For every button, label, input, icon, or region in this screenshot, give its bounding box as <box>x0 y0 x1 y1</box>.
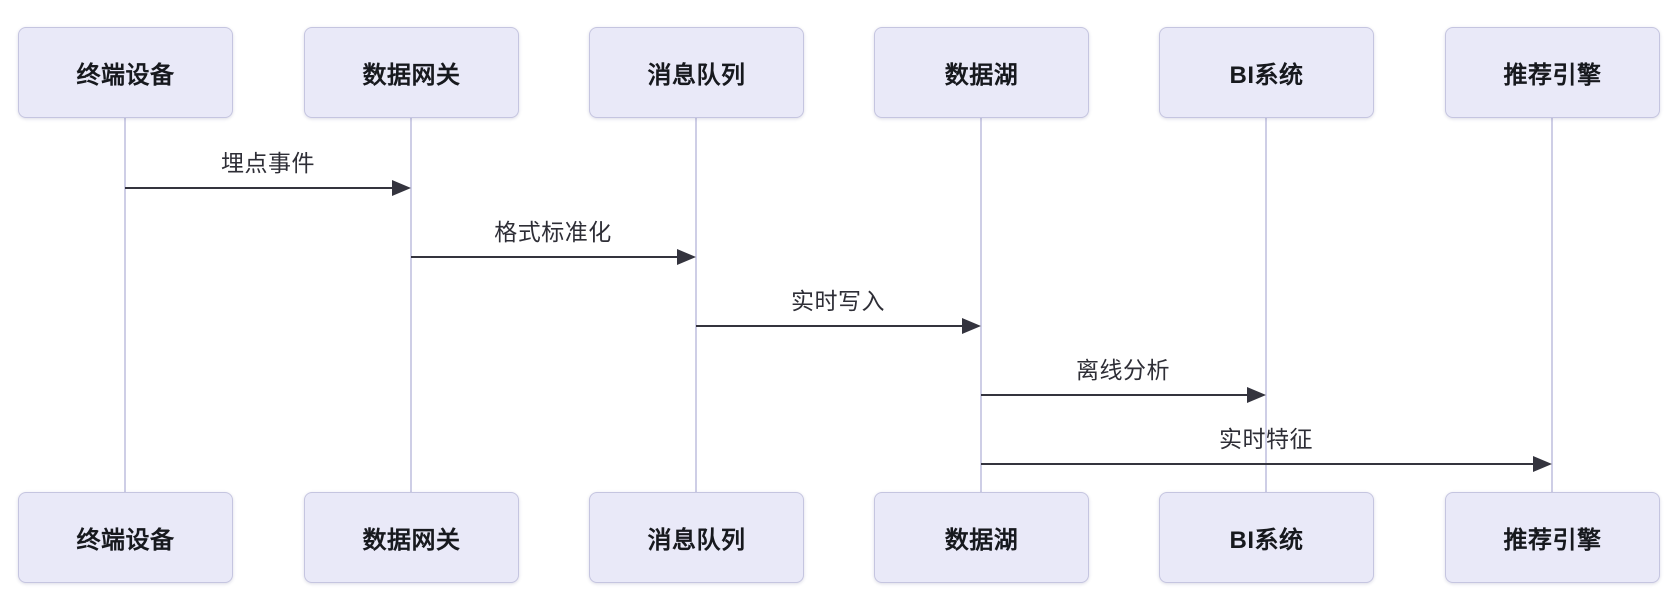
arrowhead-right-icon <box>1247 387 1266 403</box>
actor-bottom-message-queue: 消息队列 <box>589 492 804 583</box>
actor-label: 消息队列 <box>647 527 746 554</box>
lifeline-recommendation-engine <box>1551 118 1553 492</box>
actor-label: BI系统 <box>1229 527 1304 554</box>
actor-label: 数据网关 <box>362 62 461 89</box>
message-arrow-5 <box>981 463 1536 465</box>
message-arrow-2 <box>411 256 680 258</box>
message-arrow-3 <box>696 325 965 327</box>
actor-top-terminal-device: 终端设备 <box>18 27 233 118</box>
lifeline-bi-system <box>1265 118 1267 492</box>
actor-top-data-gateway: 数据网关 <box>304 27 519 118</box>
actor-top-recommendation-engine: 推荐引擎 <box>1445 27 1660 118</box>
message-label-1: 埋点事件 <box>221 150 315 176</box>
actor-bottom-terminal-device: 终端设备 <box>18 492 233 583</box>
lifeline-data-gateway <box>410 118 412 492</box>
arrowhead-right-icon <box>962 318 981 334</box>
message-label-5: 实时特征 <box>1219 426 1313 452</box>
actor-top-data-lake: 数据湖 <box>874 27 1089 118</box>
actor-bottom-recommendation-engine: 推荐引擎 <box>1445 492 1660 583</box>
message-label-4: 离线分析 <box>1076 357 1170 383</box>
actor-bottom-data-lake: 数据湖 <box>874 492 1089 583</box>
actor-bottom-bi-system: BI系统 <box>1159 492 1374 583</box>
lifeline-message-queue <box>695 118 697 492</box>
actor-label: 终端设备 <box>76 62 175 89</box>
actor-label: 数据湖 <box>944 62 1019 89</box>
actor-label: 数据湖 <box>944 527 1019 554</box>
arrowhead-right-icon <box>392 180 411 196</box>
actor-label: 数据网关 <box>362 527 461 554</box>
actor-label: BI系统 <box>1229 62 1304 89</box>
actor-label: 消息队列 <box>647 62 746 89</box>
actor-bottom-data-gateway: 数据网关 <box>304 492 519 583</box>
arrowhead-right-icon <box>677 249 696 265</box>
actor-label: 终端设备 <box>76 527 175 554</box>
actor-label: 推荐引擎 <box>1503 527 1602 554</box>
actor-top-message-queue: 消息队列 <box>589 27 804 118</box>
lifeline-terminal-device <box>124 118 126 492</box>
message-arrow-4 <box>981 394 1250 396</box>
lifeline-data-lake <box>980 118 982 492</box>
actor-top-bi-system: BI系统 <box>1159 27 1374 118</box>
message-label-3: 实时写入 <box>791 288 885 314</box>
actor-label: 推荐引擎 <box>1503 62 1602 89</box>
message-arrow-1 <box>125 187 395 189</box>
arrowhead-right-icon <box>1533 456 1552 472</box>
message-label-2: 格式标准化 <box>494 219 612 245</box>
